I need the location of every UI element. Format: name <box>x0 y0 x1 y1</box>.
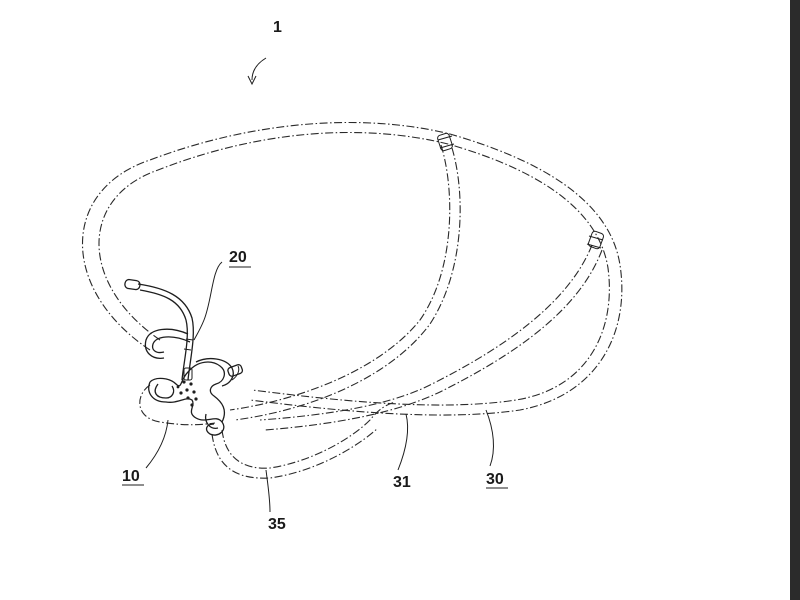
headset-microphone-boom <box>124 278 194 381</box>
tube-joint-right <box>586 230 605 250</box>
label-headset-20: 20 <box>229 249 247 266</box>
label-tube-35: 35 <box>268 516 286 533</box>
headset-ear-hook <box>144 328 191 359</box>
reference-labels: 1 20 10 31 30 35 <box>122 19 508 533</box>
tube-31-branch <box>229 144 461 421</box>
label-tube-31: 31 <box>393 474 411 491</box>
tube-30-outer-loop <box>81 121 623 416</box>
label-body-10: 10 <box>122 468 140 485</box>
leader-lines <box>145 57 494 513</box>
window-scrollbar[interactable] <box>790 0 800 600</box>
tube-35-lower-loop <box>139 384 396 479</box>
label-tube-30: 30 <box>486 471 504 488</box>
tube-joint-upper <box>437 132 455 152</box>
label-assembly-1: 1 <box>273 19 282 36</box>
tube-right-branch <box>259 244 603 431</box>
device-body-10 <box>148 357 244 436</box>
